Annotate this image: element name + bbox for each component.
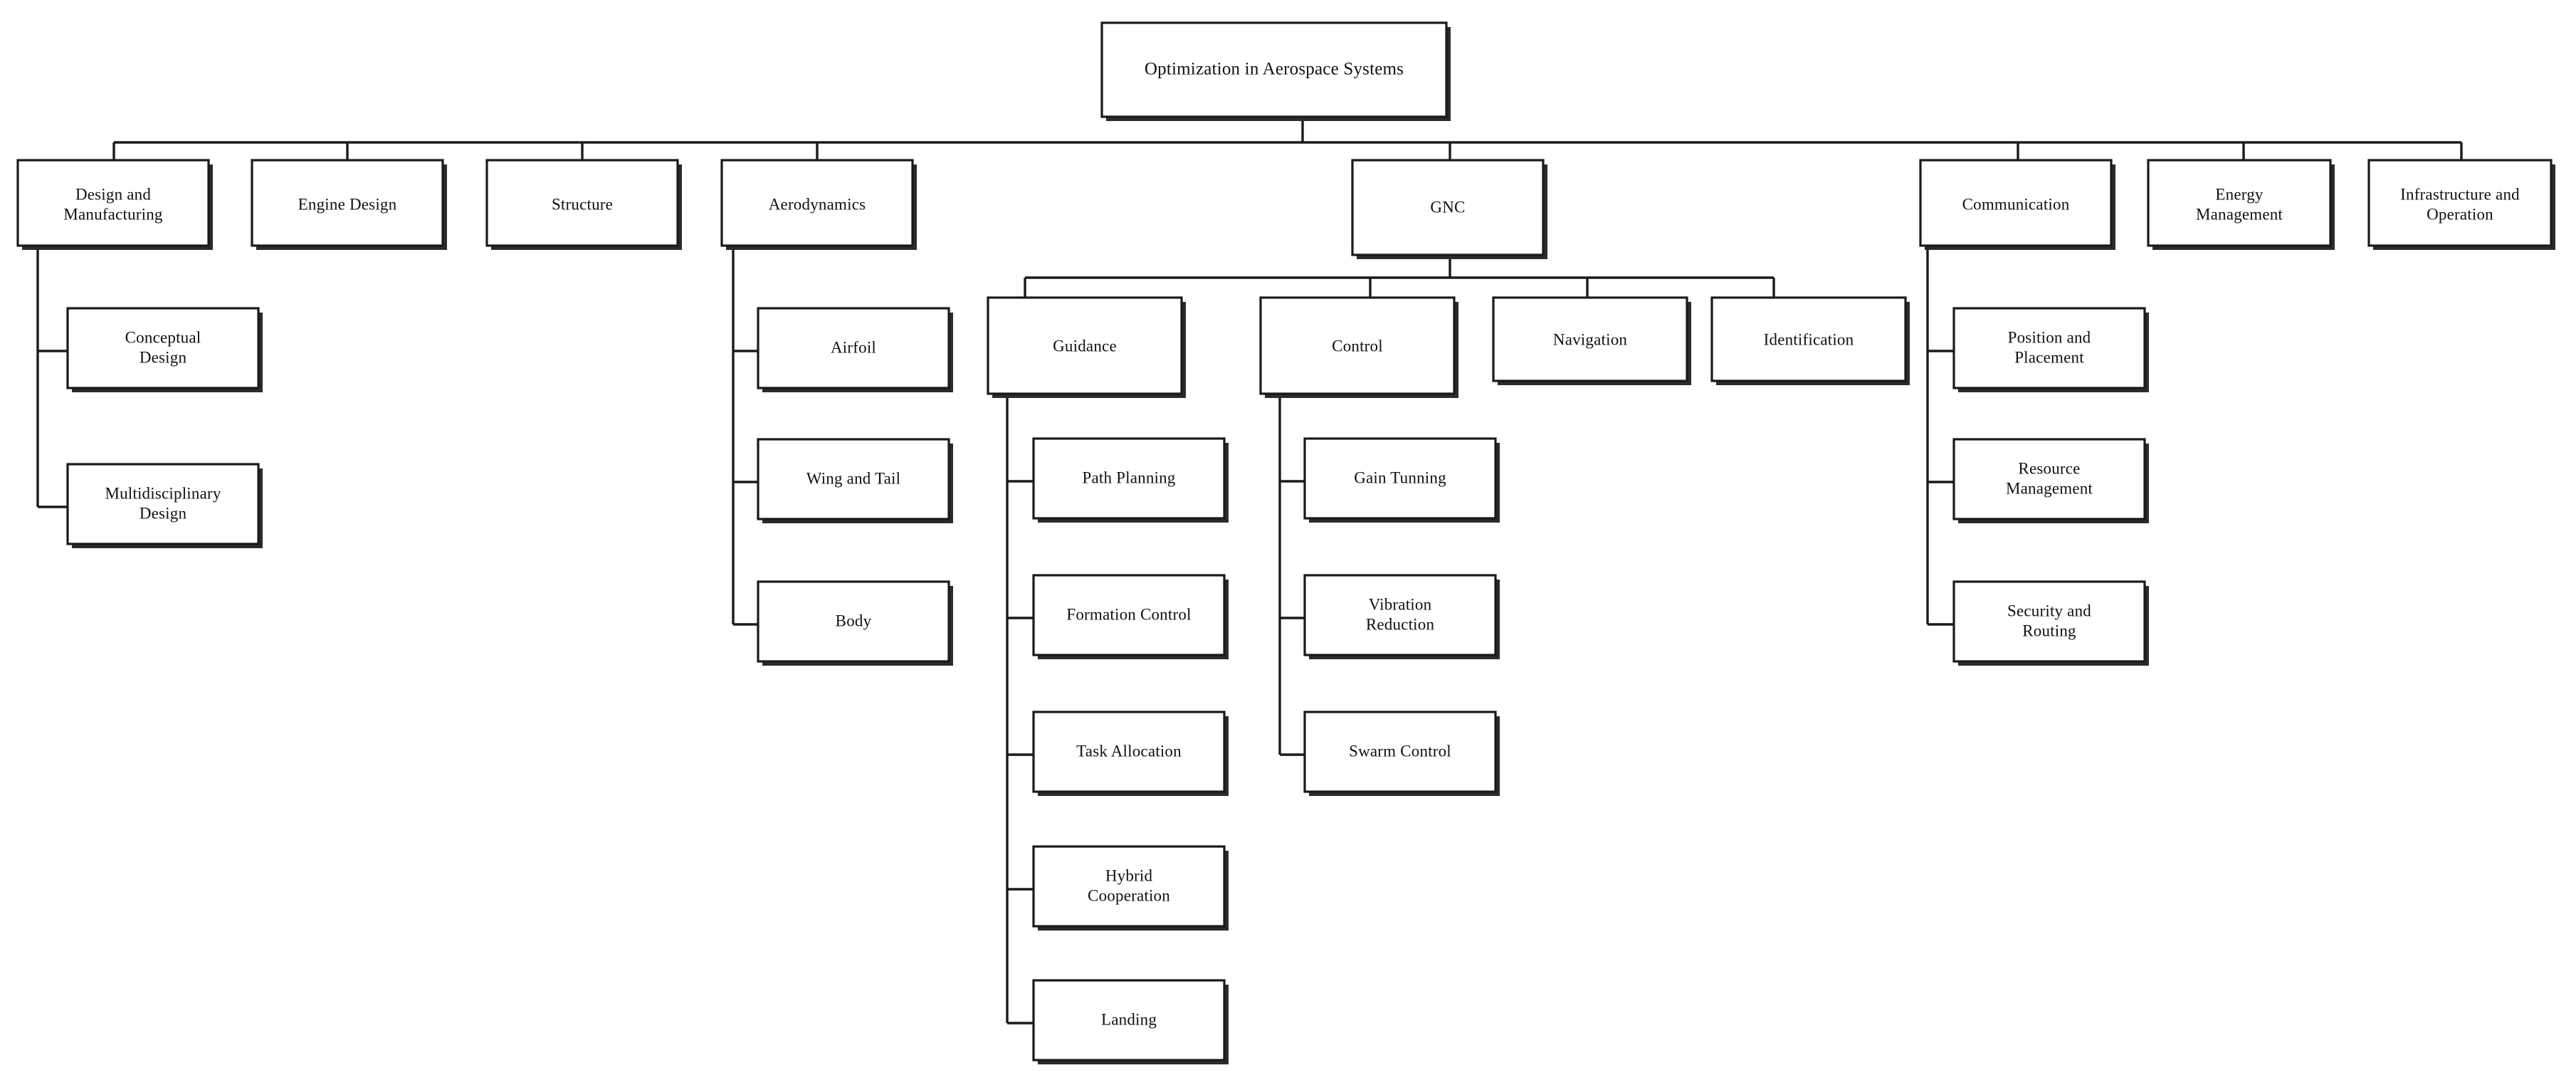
node-control-label: Control <box>1332 337 1383 355</box>
node-body[interactable]: Body <box>757 580 953 666</box>
connector-layer <box>36 118 2463 1025</box>
node-security-and-routing-label-line1: Security and <box>2007 602 2091 619</box>
node-aerodynamics[interactable]: Aerodynamics <box>720 159 917 250</box>
node-energy-management-label-line2: Management <box>2196 205 2283 223</box>
node-structure-label: Structure <box>552 195 613 213</box>
node-multidisciplinary-design[interactable]: Multidisciplinary Design Multidisciplina… <box>66 463 263 548</box>
node-gnc[interactable]: GNC <box>1351 159 1547 259</box>
node-multidisciplinary-design-label-line2: Design <box>140 504 187 522</box>
node-wing-and-tail[interactable]: Wing and Tail <box>757 438 953 523</box>
node-design-and-manufacturing-label-line1: Design and <box>75 185 151 203</box>
node-conceptual-design-label-line1: Conceptual <box>125 328 201 346</box>
node-communication[interactable]: Communication <box>1919 159 2115 250</box>
node-swarm-control-label: Swarm Control <box>1349 742 1451 760</box>
node-airfoil-label: Airfoil <box>831 338 876 356</box>
node-root-label: Optimization in Aerospace Systems <box>1145 60 1404 79</box>
node-engine-design[interactable]: Engine Design <box>251 159 447 250</box>
node-structure[interactable]: Structure <box>485 159 682 250</box>
node-position-and-placement-label-line2: Placement <box>2014 348 2084 366</box>
node-path-planning[interactable]: Path Planning <box>1032 437 1229 523</box>
node-landing-label: Landing <box>1101 1010 1157 1028</box>
node-identification-label: Identification <box>1764 330 1854 348</box>
node-position-and-placement[interactable]: Position and Placement Position and Plac… <box>1952 307 2149 392</box>
node-position-and-placement-label-line1: Position and <box>2008 328 2091 346</box>
node-navigation-label: Navigation <box>1553 330 1627 348</box>
node-wing-and-tail-label: Wing and Tail <box>806 469 901 487</box>
node-formation-control[interactable]: Formation Control <box>1032 574 1229 659</box>
node-identification[interactable]: Identification <box>1710 296 1910 385</box>
node-conceptual-design-label-line2: Design <box>140 348 187 366</box>
node-path-planning-label: Path Planning <box>1082 468 1175 486</box>
node-gain-tunning[interactable]: Gain Tunning <box>1303 437 1500 523</box>
node-multidisciplinary-design-label-line1: Multidisciplinary <box>105 484 221 502</box>
node-guidance[interactable]: Guidance <box>987 296 1186 398</box>
node-gnc-label: GNC <box>1430 198 1465 216</box>
node-navigation[interactable]: Navigation <box>1492 296 1691 385</box>
node-design-and-manufacturing-label-line2: Manufacturing <box>63 205 163 223</box>
node-resource-management-label-line1: Resource <box>2018 459 2080 477</box>
node-resource-management-label-line2: Management <box>2006 479 2093 497</box>
node-root[interactable]: Optimization in Aerospace Systems <box>1100 21 1451 121</box>
node-guidance-label: Guidance <box>1053 337 1117 355</box>
node-gain-tunning-label: Gain Tunning <box>1354 468 1446 486</box>
node-aerodynamics-label: Aerodynamics <box>769 195 866 213</box>
node-conceptual-design[interactable]: Conceptual Design Conceptual Design <box>66 307 263 392</box>
node-security-and-routing-label-line2: Routing <box>2022 622 2076 639</box>
node-infrastructure-and-operation-label-line2: Operation <box>2427 205 2493 223</box>
node-hybrid-cooperation-label-line2: Cooperation <box>1088 886 1170 904</box>
node-body-label: Body <box>836 612 872 629</box>
node-security-and-routing[interactable]: Security and Routing Security and Routin… <box>1952 580 2149 666</box>
node-vibration-reduction[interactable]: Vibration Reduction Vibration Reduction <box>1303 574 1500 659</box>
node-energy-management-label-line1: Energy <box>2215 185 2264 203</box>
node-swarm-control[interactable]: Swarm Control <box>1303 711 1500 796</box>
node-landing[interactable]: Landing <box>1032 979 1229 1064</box>
node-infrastructure-and-operation-label-line1: Infrastructure and <box>2400 185 2520 203</box>
node-task-allocation-label: Task Allocation <box>1076 742 1182 760</box>
node-design-and-manufacturing[interactable]: Design and Manufacturing Design and Manu… <box>16 159 213 250</box>
node-energy-management[interactable]: Energy Management Energy Management <box>2147 159 2335 250</box>
node-engine-design-label: Engine Design <box>298 195 397 213</box>
node-hybrid-cooperation[interactable]: Hybrid Cooperation Hybrid Cooperation <box>1032 845 1229 931</box>
node-infrastructure-and-operation[interactable]: Infrastructure and Operation Infrastruct… <box>2365 159 2555 250</box>
node-task-allocation[interactable]: Task Allocation <box>1032 711 1229 796</box>
node-vibration-reduction-label-line1: Vibration <box>1369 595 1432 613</box>
node-airfoil[interactable]: Airfoil <box>757 307 953 392</box>
node-hybrid-cooperation-label-line1: Hybrid <box>1105 866 1153 884</box>
node-formation-control-label: Formation Control <box>1066 605 1191 623</box>
node-control[interactable]: Control <box>1259 296 1458 398</box>
node-vibration-reduction-label-line2: Reduction <box>1366 615 1435 633</box>
node-resource-management[interactable]: Resource Management Resource Management <box>1952 438 2149 523</box>
node-communication-label: Communication <box>1962 195 2070 213</box>
